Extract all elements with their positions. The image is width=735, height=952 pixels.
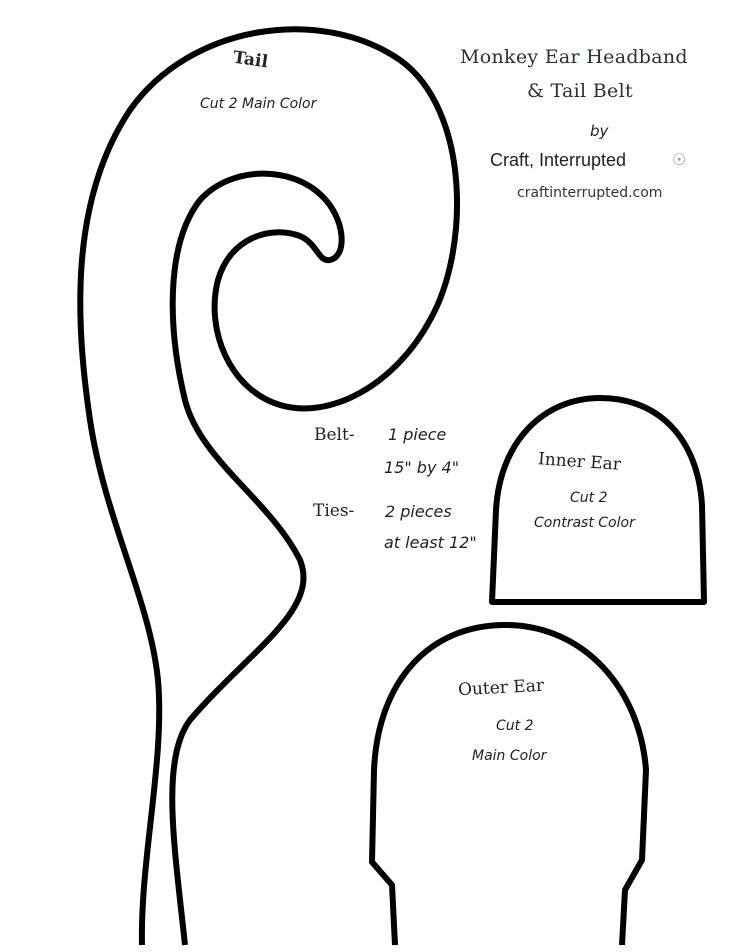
by-text: by [590, 122, 609, 140]
tail-instructions: Cut 2 Main Color [200, 96, 317, 112]
inner-ear-line-1: Cut 2 [570, 490, 608, 506]
title-line-1: Monkey Ear Headband [460, 46, 688, 68]
ufo-icon: ☉ [672, 150, 687, 169]
title-line-2: & Tail Belt [527, 80, 633, 102]
ties-line-2: at least 12" [384, 533, 477, 552]
website-text: craftinterrupted.com [517, 185, 663, 201]
ties-label: Ties- [313, 501, 355, 521]
brand-name: Craft, Interrupted [490, 150, 627, 170]
inner-ear-outline [489, 395, 707, 605]
tail-outline [77, 26, 460, 946]
outer-ear-line-1: Cut 2 [496, 718, 534, 734]
belt-line-1: 1 piece [388, 425, 447, 444]
belt-label: Belt- [314, 425, 355, 445]
ties-line-1: 2 pieces [385, 502, 452, 521]
outer-ear-outline [369, 622, 649, 946]
inner-ear-line-2: Contrast Color [534, 515, 635, 531]
belt-line-2: 15" by 4" [384, 458, 460, 477]
outer-ear-line-2: Main Color [472, 748, 547, 764]
